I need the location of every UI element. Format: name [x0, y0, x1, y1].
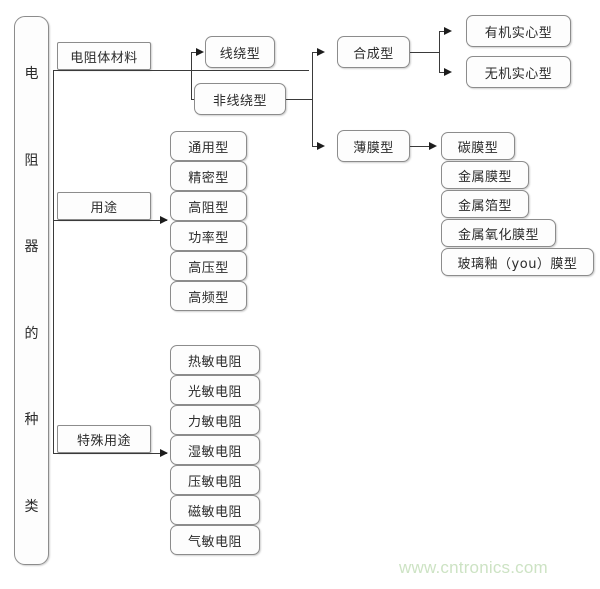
node-non-wirewound[interactable]: 非线绕型	[194, 83, 286, 115]
node-high-voltage-label: 高压型	[188, 260, 229, 276]
node-precision-label: 精密型	[188, 170, 229, 186]
node-special-usage[interactable]: 特殊用途	[57, 425, 151, 453]
node-gas-sensitive-label: 气敏电阻	[187, 534, 242, 550]
node-wirewound[interactable]: 线绕型	[205, 36, 275, 68]
spine-char-2: 器	[24, 239, 39, 256]
node-material[interactable]: 电阻体材料	[57, 42, 151, 70]
special-usage-stem-arrow	[160, 448, 168, 457]
nonwirewound-out-line	[286, 99, 312, 100]
node-high-frequency-label: 高频型	[188, 290, 229, 306]
spine-char-0: 电	[24, 66, 39, 83]
node-carbon-film-label: 碳膜型	[457, 140, 499, 156]
nonwirewound-to-composite-line	[312, 52, 319, 53]
node-high-resistance-label: 高阻型	[188, 200, 229, 216]
node-metal-oxide-film-label: 金属氧化膜型	[457, 227, 539, 243]
usage-stem-line	[53, 220, 167, 221]
node-humidity-sensitive[interactable]: 湿敏电阻	[170, 435, 260, 465]
node-inorganic-solid-label: 无机实心型	[484, 66, 553, 82]
node-force-sensitive-label: 力敏电阻	[187, 414, 242, 430]
node-metal-foil[interactable]: 金属箔型	[441, 190, 529, 218]
node-humidity-sensitive-label: 湿敏电阻	[187, 444, 242, 460]
material-stem-line	[53, 70, 309, 71]
node-power[interactable]: 功率型	[170, 221, 247, 251]
spine-char-4: 种	[24, 412, 39, 429]
organic-solid-arrow	[444, 26, 452, 35]
nonwirewound-to-film-line	[312, 146, 319, 147]
spine-char-1: 阻	[24, 152, 39, 169]
node-general[interactable]: 通用型	[170, 131, 247, 161]
watermark-cntronics: www.cntronics.com	[399, 558, 548, 577]
composite-split-riser	[439, 31, 440, 72]
node-thermistor-label: 热敏电阻	[187, 354, 242, 370]
material-to-wirewound-line	[191, 52, 198, 53]
node-organic-solid[interactable]: 有机实心型	[466, 15, 571, 47]
spine-char-5: 类	[24, 498, 39, 515]
node-magneto-sensitive[interactable]: 磁敏电阻	[170, 495, 260, 525]
node-glass-glaze-film[interactable]: 玻璃釉（you）膜型	[441, 248, 594, 276]
film-out-line	[410, 146, 432, 147]
node-non-wirewound-label: 非线绕型	[212, 93, 267, 109]
node-metal-film[interactable]: 金属膜型	[441, 161, 529, 189]
node-usage[interactable]: 用途	[57, 192, 151, 220]
inorganic-solid-arrow	[444, 67, 452, 76]
spine-char-3: 的	[24, 325, 39, 342]
node-voltage-sensitive[interactable]: 压敏电阻	[170, 465, 260, 495]
wirewound-arrow	[196, 47, 204, 56]
node-high-voltage[interactable]: 高压型	[170, 251, 247, 281]
node-photoresistor-label: 光敏电阻	[187, 384, 242, 400]
usage-stem-arrow	[160, 215, 168, 224]
composite-arrow	[317, 47, 325, 56]
special-usage-stem-line	[53, 453, 167, 454]
node-metal-foil-label: 金属箔型	[457, 198, 512, 214]
node-high-resistance[interactable]: 高阻型	[170, 191, 247, 221]
node-force-sensitive[interactable]: 力敏电阻	[170, 405, 260, 435]
composite-to-organic-line	[439, 31, 446, 32]
node-glass-glaze-film-label: 玻璃釉（you）膜型	[457, 256, 578, 272]
composite-out-line	[410, 52, 439, 53]
spine-trunk-line	[53, 70, 54, 453]
node-power-label: 功率型	[188, 230, 229, 246]
node-metal-film-label: 金属膜型	[457, 169, 512, 185]
root-node-resistor-types[interactable]: 电 阻 器 的 种 类	[14, 16, 49, 565]
film-arrow	[317, 141, 325, 150]
node-photoresistor[interactable]: 光敏电阻	[170, 375, 260, 405]
node-high-frequency[interactable]: 高频型	[170, 281, 247, 311]
node-precision[interactable]: 精密型	[170, 161, 247, 191]
node-thermistor[interactable]: 热敏电阻	[170, 345, 260, 375]
node-carbon-film[interactable]: 碳膜型	[441, 132, 515, 160]
node-voltage-sensitive-label: 压敏电阻	[187, 474, 242, 490]
node-usage-label: 用途	[90, 200, 118, 216]
node-composite[interactable]: 合成型	[337, 36, 410, 68]
node-magneto-sensitive-label: 磁敏电阻	[187, 504, 242, 520]
node-composite-label: 合成型	[353, 46, 394, 62]
node-inorganic-solid[interactable]: 无机实心型	[466, 56, 571, 88]
node-special-usage-label: 特殊用途	[76, 433, 131, 449]
carbon-film-arrow	[429, 141, 437, 150]
node-material-label: 电阻体材料	[70, 50, 138, 66]
composite-to-inorganic-line	[439, 72, 446, 73]
node-gas-sensitive[interactable]: 气敏电阻	[170, 525, 260, 555]
node-organic-solid-label: 有机实心型	[484, 25, 553, 41]
node-film[interactable]: 薄膜型	[337, 130, 410, 162]
material-split-riser	[191, 52, 192, 99]
node-general-label: 通用型	[188, 140, 229, 156]
nonwirewound-split-riser	[312, 52, 313, 146]
node-film-label: 薄膜型	[353, 140, 394, 156]
node-wirewound-label: 线绕型	[219, 46, 261, 62]
node-metal-oxide-film[interactable]: 金属氧化膜型	[441, 219, 556, 247]
